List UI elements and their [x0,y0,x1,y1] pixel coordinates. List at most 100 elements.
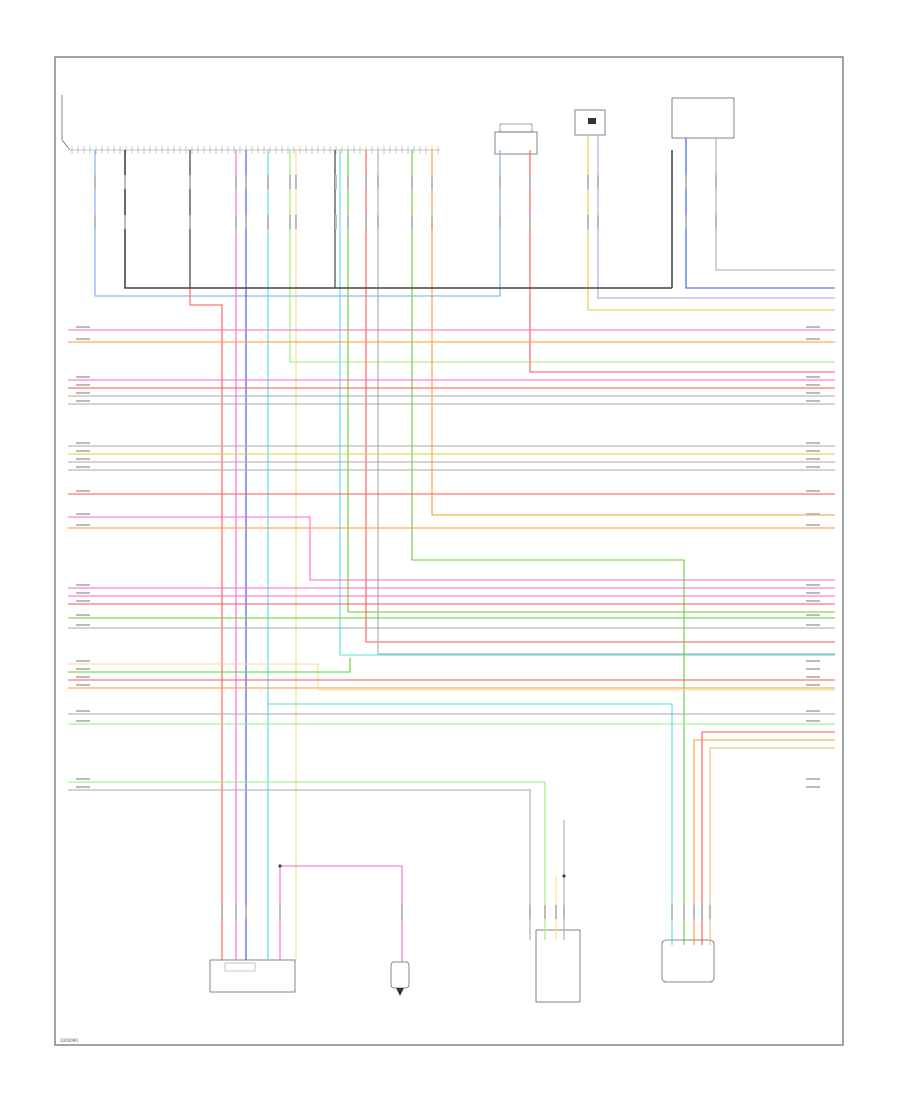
wire-tag [267,175,269,189]
wire-red-9 [365,150,835,643]
wire-tag [189,215,191,229]
wire-tag [76,584,90,586]
wire-gray-17 [715,138,835,271]
wire-tag [806,384,820,386]
wire-tag [289,175,291,189]
wire-tag [401,905,403,919]
wire-tag [709,905,711,919]
component-bottom-3 [535,929,581,1003]
wire-tag [685,215,687,229]
wire-tag [295,215,297,229]
wire-tag [76,458,90,460]
wire-lightyellow-36 [68,663,835,691]
wire-tag [279,905,281,919]
wire-tag [289,215,291,229]
wire-tag [806,614,820,616]
wire-tag [806,442,820,444]
wire-pink-48 [280,865,403,962]
wire-tag [76,524,90,526]
wire-tag [347,175,349,189]
wire-labels [76,175,820,919]
wire-tag [715,175,717,189]
wire-violet-15 [597,135,835,299]
wire-tag [365,215,367,229]
wire-tag [806,400,820,402]
wire-tag [94,175,96,189]
wire-group [68,135,835,962]
diagram-id: 1002090 [60,1038,78,1043]
wire-tag [806,778,820,780]
wire-tag [245,905,247,919]
wire-tag [76,513,90,515]
ground-bus [124,150,673,289]
wire-tag [806,450,820,452]
wire-tag [544,905,546,919]
wire-tag [76,466,90,468]
wire-tag [267,215,269,229]
wire-blue-16 [685,138,835,289]
wire-tag [806,668,820,670]
wire-tag [529,905,531,919]
wire-tag [76,376,90,378]
wire-tag [347,215,349,229]
wire-tag [76,668,90,670]
wire-tag [76,710,90,712]
wire-tag [235,905,237,919]
wire-tag [245,175,247,189]
wire-tag [94,215,96,229]
wire-tag [221,905,223,919]
wire-tag [555,905,557,919]
wire-tag [806,466,820,468]
wire-tag [365,175,367,189]
wire-tag [806,786,820,788]
module-sensor-b [574,109,606,136]
wire-tag [235,175,237,189]
wire-tag [671,905,673,919]
wire-tag [76,392,90,394]
wire-red-1 [189,150,223,960]
wire-tag [76,676,90,678]
wire-tag [245,215,247,229]
module-sensor-a [494,123,538,155]
wire-tag [806,684,820,686]
wire-tag [587,215,589,229]
wire-tag [806,338,820,340]
component-bottom-4 [661,939,715,983]
wire-tag [806,524,820,526]
wire-orange-46 [693,739,835,945]
wire-tag [597,215,599,229]
wire-tag [597,175,599,189]
wire-tag [76,684,90,686]
wire-tag [76,600,90,602]
wire-tag [377,175,379,189]
wire-green-37 [68,658,351,673]
wire-tag [76,490,90,492]
wire-tag [806,600,820,602]
wire-tag [189,175,191,189]
wire-tag [76,442,90,444]
wire-tag [693,905,695,919]
wire-cyan-7 [339,150,835,656]
wire-tag [76,592,90,594]
wire-tag [76,326,90,328]
wire-tag [683,905,685,919]
wire-tag [76,614,90,616]
wire-tag [124,175,126,189]
wire-tag [806,676,820,678]
wire-tag [76,338,90,340]
main-module-connector [61,95,440,154]
wire-tag [76,786,90,788]
wire-tag [76,450,90,452]
wire-tag [431,175,433,189]
wire-tag [529,175,531,189]
wire-tag [335,215,337,229]
wire-pink-29 [68,516,835,581]
wire-lightgreen-42 [68,781,546,940]
wire-gray-10 [377,150,835,655]
wire-tag [499,175,501,189]
wire-tag [685,175,687,189]
component-bottom-1 [209,959,296,993]
wire-tag [377,215,379,229]
wire-tag [529,215,531,229]
